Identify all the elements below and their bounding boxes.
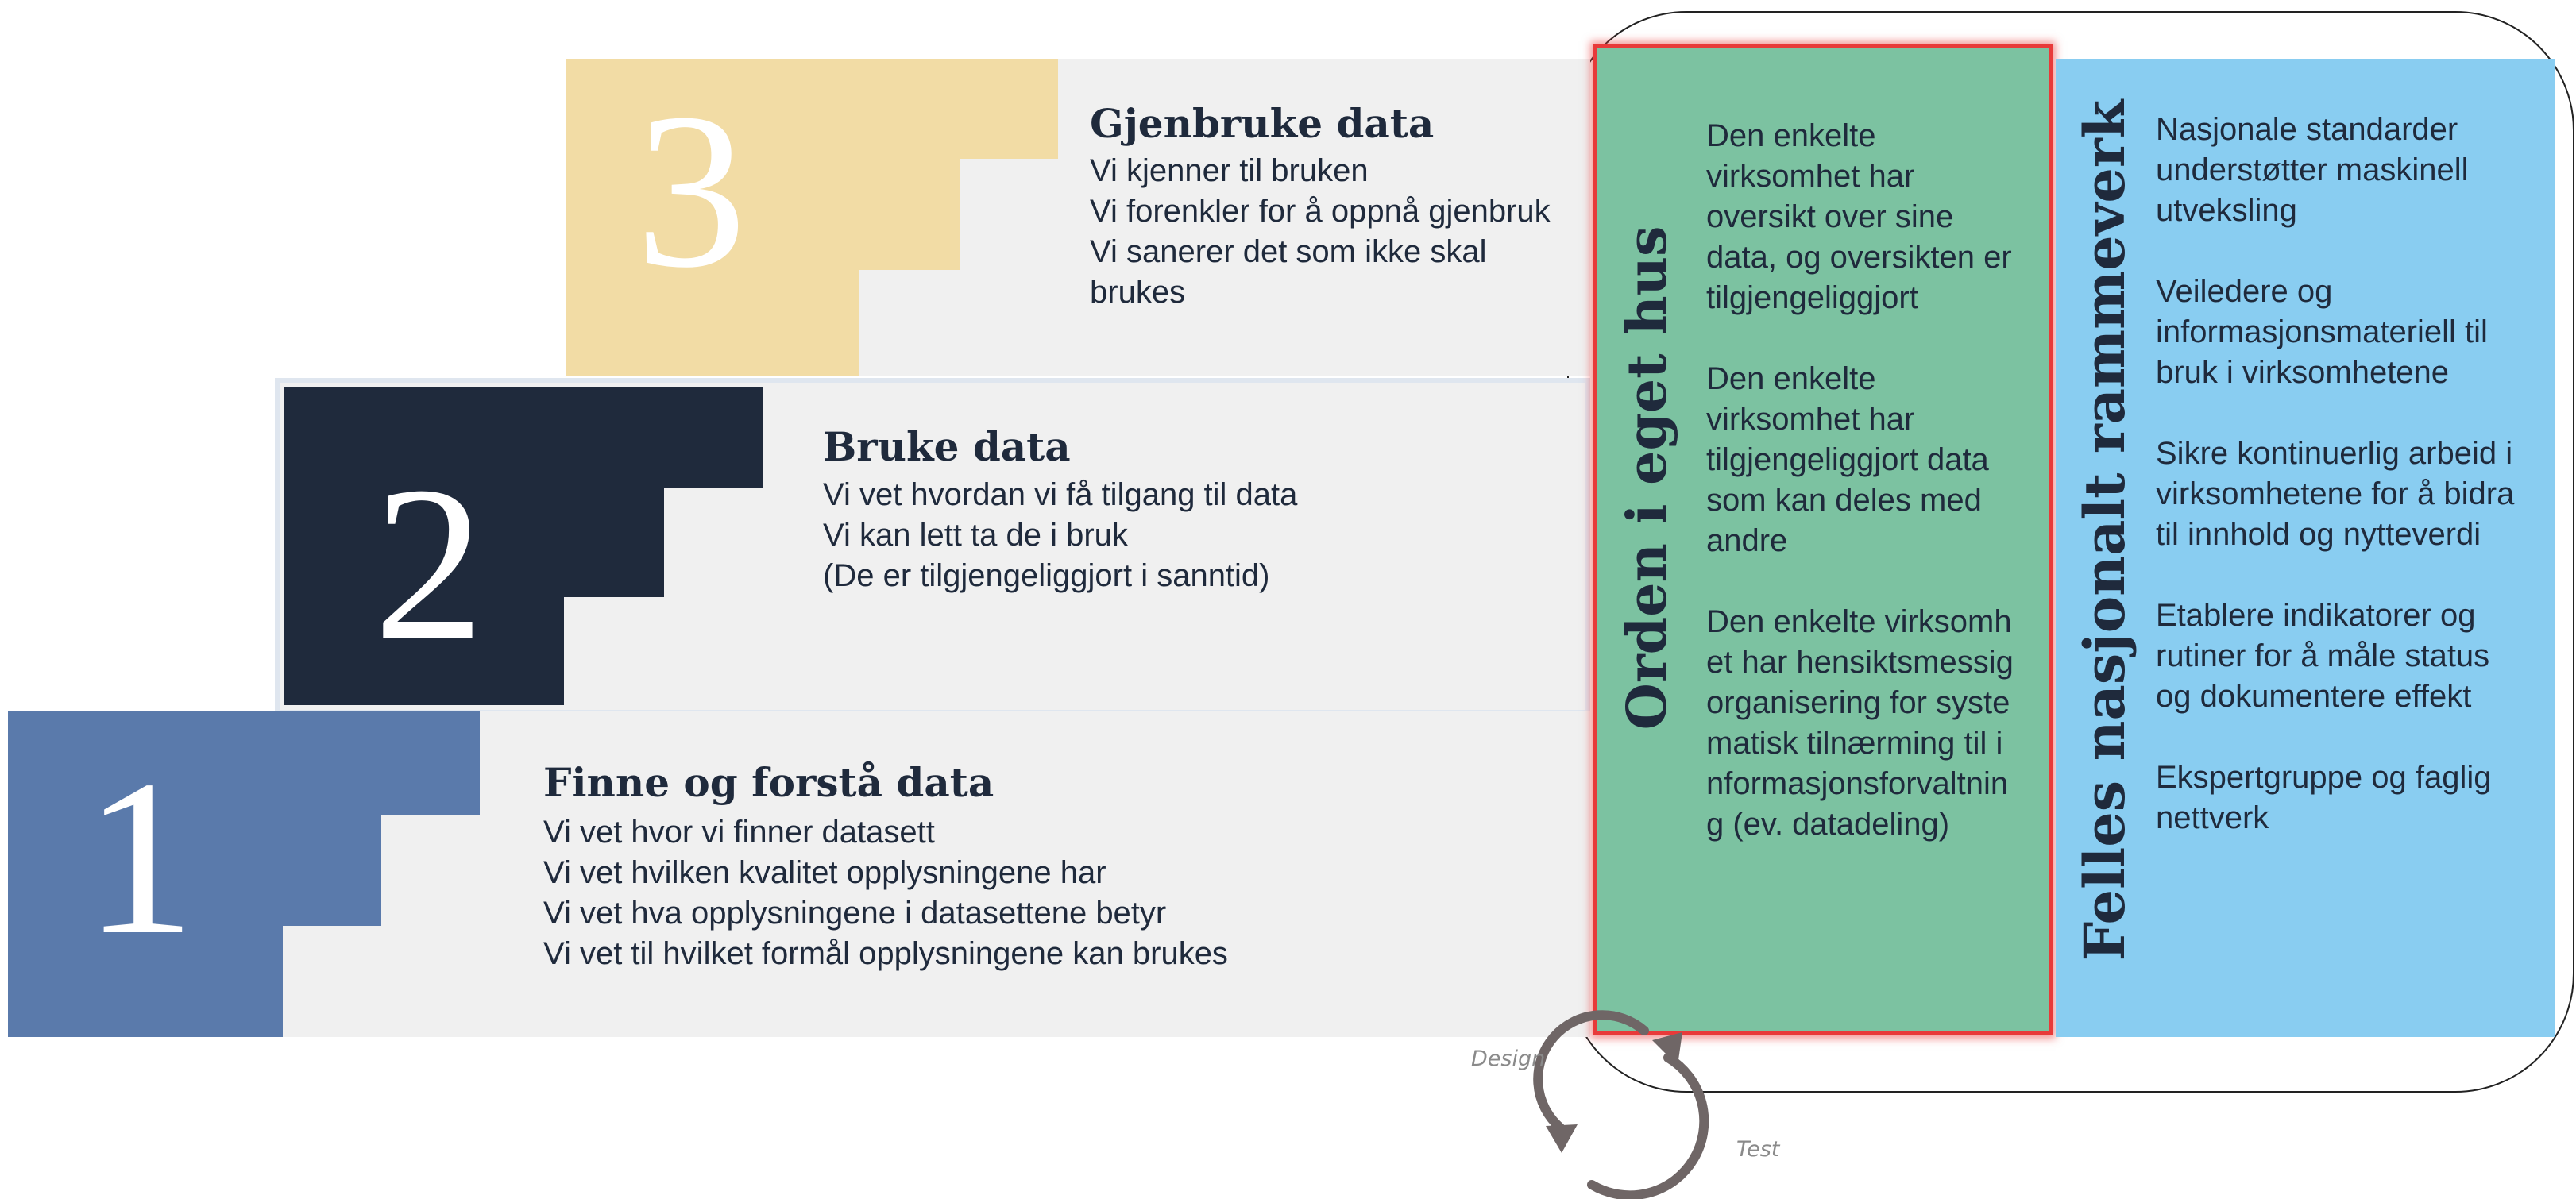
step-1-line: Vi vet hva opplysningene i datasettene b… — [543, 896, 1167, 931]
orden-item: Den enkelte virksomhet har oversikt over… — [1706, 118, 2012, 315]
step-1-number: 1 — [84, 734, 195, 981]
cycle-arrows-icon — [1533, 1010, 1709, 1199]
step-1-title: Finne og forstå data — [543, 759, 994, 806]
step-2-line: Vi vet hvordan vi få tilgang til data — [823, 477, 1298, 512]
felles-item: Etablere indikatorer og rutiner for å må… — [2156, 598, 2490, 714]
cycle-label-test: Test — [1736, 1137, 1780, 1162]
cycle-label-design: Design — [1471, 1047, 1546, 1071]
orden-list: Den enkelte virksomhet har oversikt over… — [1706, 116, 2016, 845]
step-2-line: Vi kan lett ta de i bruk — [823, 518, 1128, 553]
step-2-title: Bruke data — [823, 423, 1071, 470]
step-2-stair-block — [284, 387, 763, 705]
step-3-line: Vi sanerer det som ikke skal — [1090, 234, 1487, 269]
felles-item: Ekspertgruppe og faglig nettverk — [2156, 760, 2492, 835]
step-2-line: (De er tilgjengeliggjort i sanntid) — [823, 558, 1270, 593]
step-1-line: Vi vet hvor vi finner datasett — [543, 815, 935, 850]
felles-column — [2056, 59, 2555, 1037]
felles-item: Veiledere og informasjonsmateriell til b… — [2156, 274, 2488, 390]
felles-title: Felles nasjonalt rammeverk — [2072, 99, 2138, 962]
step-2-number: 2 — [373, 440, 485, 687]
orden-item: Den enkelte virksomhet har hensiktsmessi… — [1706, 604, 2014, 842]
felles-item: Sikre kontinuerlig arbeid i virksomheten… — [2156, 436, 2515, 552]
orden-item: Den enkelte virksomhet har tilgjengeligg… — [1706, 361, 1989, 558]
step-1-line: Vi vet til hvilket formål opplysningene … — [543, 936, 1228, 971]
orden-column — [1593, 44, 2053, 1035]
step-1-line: Vi vet hvilken kvalitet opplysningene ha… — [543, 855, 1106, 890]
step-3-stair-block — [566, 59, 1058, 376]
step-3-line: brukes — [1090, 275, 1186, 310]
step-3-title: Gjenbruke data — [1090, 100, 1435, 147]
orden-title: Orden i eget hus — [1616, 226, 1679, 731]
step-1-stair-block — [8, 711, 480, 1037]
step-3-line: Vi kjenner til bruken — [1090, 153, 1369, 188]
felles-list: Nasjonale standarder understøtter maskin… — [2156, 110, 2529, 839]
step-3-number: 3 — [635, 67, 747, 314]
step-3-line: Vi forenkler for å oppnå gjenbruk — [1090, 194, 1551, 229]
felles-item: Nasjonale standarder understøtter maskin… — [2156, 112, 2469, 228]
